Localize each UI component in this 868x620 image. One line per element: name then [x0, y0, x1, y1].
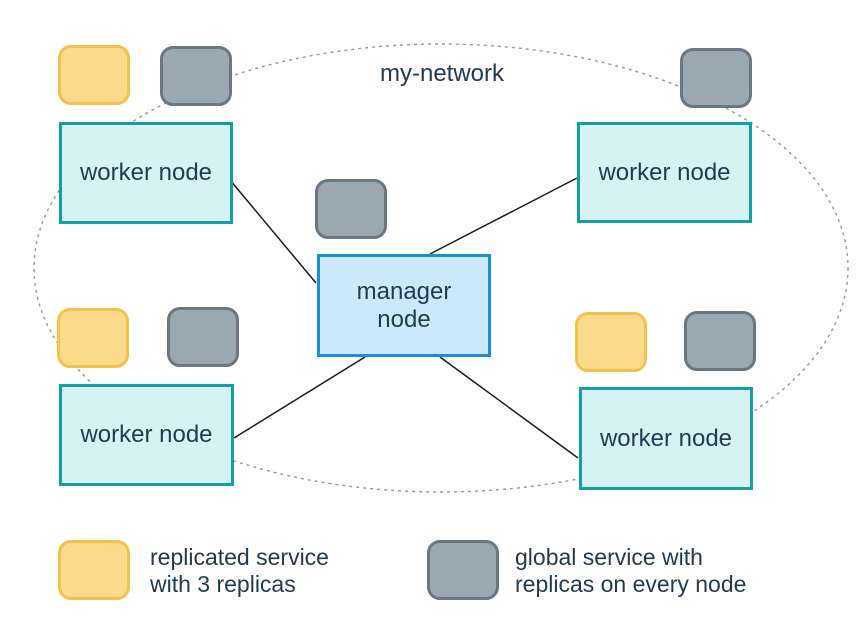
legend-replicated-service-label: replicated service with 3 replicas — [150, 544, 329, 598]
link-manager-worker-top-right — [429, 177, 578, 255]
legend-global-service-swatch — [427, 540, 499, 600]
link-manager-worker-bottom-left — [233, 356, 366, 439]
worker-node-label: worker node — [79, 159, 213, 186]
manager-node-label-line2: node — [377, 305, 431, 333]
legend-replicated-service-swatch — [58, 540, 130, 600]
manager-node-label-line1: manager — [356, 277, 452, 305]
legend-global-line1: global service with — [515, 544, 703, 570]
network-label: my-network — [379, 60, 505, 87]
worker-node-label: worker node — [598, 158, 731, 186]
worker-node-box-bottom-right: worker node — [579, 387, 753, 490]
link-manager-worker-bottom-right — [439, 356, 579, 459]
legend-global-service-label: global service with replicas on every no… — [515, 544, 746, 598]
global-service-icon — [315, 179, 387, 239]
manager-node-box: manager node — [317, 254, 491, 357]
global-service-icon — [680, 48, 752, 108]
global-service-icon — [684, 311, 756, 371]
replicated-service-icon — [58, 45, 130, 105]
replicated-service-icon — [575, 312, 647, 372]
legend-replicated-line1: replicated service — [150, 544, 329, 570]
link-manager-worker-top-left — [229, 179, 317, 284]
worker-node-label: worker node — [80, 421, 213, 448]
worker-node-label: worker node — [599, 424, 733, 452]
global-service-icon — [160, 46, 232, 106]
worker-node-box-top-right: worker node — [577, 122, 752, 223]
worker-node-box-bottom-left: worker node — [59, 384, 234, 486]
network-ellipse — [33, 43, 849, 493]
worker-node-box-top-left: worker node — [59, 122, 233, 224]
global-service-icon — [167, 307, 239, 367]
legend-global-line2: replicas on every node — [515, 571, 747, 597]
replicated-service-icon — [57, 308, 129, 368]
legend-replicated-line2: with 3 replicas — [150, 571, 296, 597]
